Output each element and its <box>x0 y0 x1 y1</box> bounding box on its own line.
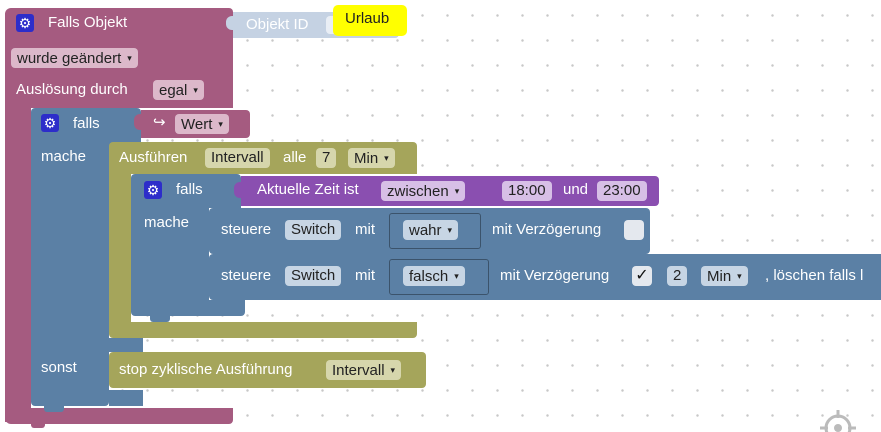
time-start: 18:00 <box>508 182 546 199</box>
if-gear-icon[interactable]: ⚙ <box>41 114 59 132</box>
control-1-target[interactable]: Switch <box>285 220 342 240</box>
interval-unit-dropdown[interactable]: Min ▾ <box>348 148 395 168</box>
event-gear-icon[interactable]: ⚙ <box>16 14 34 32</box>
control-1-delay-label: mit Verzögerung <box>492 221 602 238</box>
and-label: und <box>563 181 589 198</box>
control-1-value-dropdown[interactable]: wahr ▾ <box>403 220 459 240</box>
trigger-mode-value: wurde geändert <box>17 50 122 67</box>
control-2-target-value: Switch <box>291 267 336 284</box>
value-dropdown[interactable]: Wert ▾ <box>175 114 229 134</box>
trigger-by-value: egal <box>159 82 188 99</box>
trigger-by-label: Auslösung durch <box>16 81 128 98</box>
control-block-1[interactable]: steuere Switch mit wahr ▾ mit Verzögerung <box>209 208 650 254</box>
control-2-with-label: mit <box>355 267 375 284</box>
value-label: Wert <box>181 116 213 133</box>
schedule-name: Intervall <box>211 149 264 166</box>
stop-name-dropdown[interactable]: Intervall ▾ <box>326 360 402 380</box>
else-label: sonst <box>41 359 77 376</box>
stop-name: Intervall <box>332 362 385 379</box>
time-mode-dropdown[interactable]: zwischen ▾ <box>381 181 466 201</box>
arrow-icon: ↪ <box>153 114 166 131</box>
trigger-by-dropdown[interactable]: egal ▾ <box>153 80 204 100</box>
control-1-label: steuere <box>221 221 272 238</box>
chevron-down-icon: ▾ <box>384 153 389 163</box>
inner-do-label: mache <box>144 214 190 231</box>
chevron-down-icon: ▾ <box>218 119 223 129</box>
object-value-field[interactable]: Urlaub <box>333 5 407 36</box>
inner-if-gear-icon[interactable]: ⚙ <box>144 181 162 199</box>
stop-block[interactable]: stop zyklische Ausführung Intervall ▾ <box>109 352 426 388</box>
control-1-delay-checkbox[interactable] <box>624 220 644 240</box>
object-value: Urlaub <box>345 10 390 27</box>
control-1-with-label: mit <box>355 221 375 238</box>
chevron-down-icon: ▾ <box>193 85 198 95</box>
chevron-down-icon: ▾ <box>454 271 459 281</box>
object-id-label: Objekt ID <box>246 16 309 33</box>
trigger-mode-dropdown[interactable]: wurde geändert ▾ <box>11 48 138 68</box>
every-label: alle <box>283 149 307 166</box>
control-1-value: wahr <box>409 222 442 239</box>
if-label: falls <box>73 115 100 132</box>
control-2-delay-label: mit Verzögerung <box>500 267 610 284</box>
chevron-down-icon: ▾ <box>737 271 742 281</box>
control-2-label: steuere <box>221 267 272 284</box>
control-2-delay-unit-dropdown[interactable]: Min ▾ <box>701 266 748 286</box>
control-2-delay-unit: Min <box>707 268 732 285</box>
schedule-name-dropdown[interactable]: Intervall <box>205 148 270 168</box>
control-1-target-value: Switch <box>291 221 336 238</box>
control-2-delay-checkbox[interactable]: ✓ <box>632 266 652 286</box>
control-2-delay-amount-value: 2 <box>673 267 682 284</box>
chevron-down-icon: ▾ <box>127 53 132 63</box>
time-end: 23:00 <box>603 182 641 199</box>
interval-unit: Min <box>354 150 379 167</box>
chevron-down-icon: ▾ <box>447 225 453 235</box>
inner-if-label: falls <box>176 181 203 198</box>
time-end-field[interactable]: 23:00 <box>597 181 647 201</box>
control-2-clear-label: , löschen falls l <box>765 267 864 284</box>
time-block[interactable]: Aktuelle Zeit ist zwischen ▾ 18:00 und 23… <box>241 176 659 206</box>
event-title: Falls Objekt <box>48 14 128 31</box>
control-2-value-dropdown[interactable]: falsch ▾ <box>403 266 465 286</box>
chevron-down-icon: ▾ <box>390 365 396 375</box>
chevron-down-icon: ▾ <box>454 186 460 196</box>
center-workspace-icon[interactable] <box>818 408 858 432</box>
schedule-label: Ausführen <box>119 149 188 166</box>
interval-count: 7 <box>322 149 331 166</box>
value-block[interactable]: ↪ Wert ▾ <box>141 110 250 138</box>
time-start-field[interactable]: 18:00 <box>502 181 552 201</box>
interval-count-field[interactable]: 7 <box>316 148 337 168</box>
control-block-2[interactable]: steuere Switch mit falsch ▾ mit Verzögeru… <box>209 254 881 300</box>
do-label: mache <box>41 148 87 165</box>
control-2-target[interactable]: Switch <box>285 266 342 286</box>
target-icon <box>820 410 856 432</box>
control-2-value: falsch <box>409 268 449 285</box>
time-label: Aktuelle Zeit ist <box>257 181 359 198</box>
stop-label: stop zyklische Ausführung <box>119 361 293 378</box>
time-mode: zwischen <box>387 183 449 200</box>
control-2-delay-amount[interactable]: 2 <box>667 266 688 286</box>
